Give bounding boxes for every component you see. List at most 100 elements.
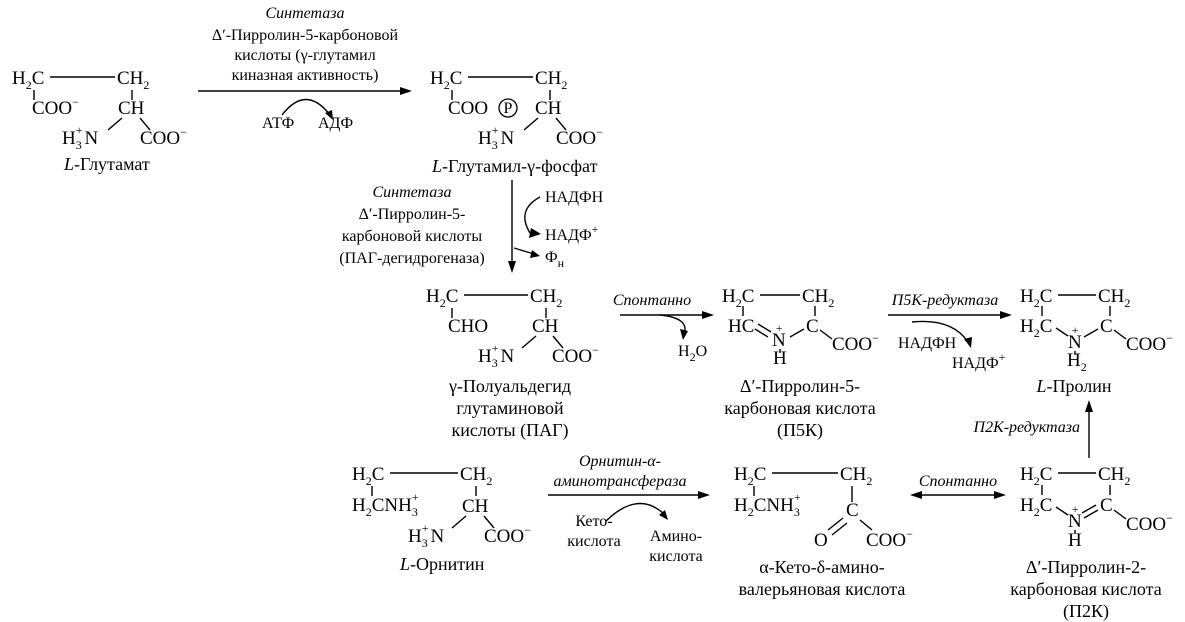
step2-nadph: НАДФН [545,189,604,206]
ornithine-nh3: H3+N [408,521,445,550]
step3-water: H2O [678,343,707,364]
step5-enzyme: П2К-редуктаза [973,419,1080,436]
step4-cofactor-arc [911,320,969,343]
step1-atp: АТФ [262,115,294,132]
ketoacid-ch2: CH2 [840,464,872,488]
step4-cofactor-arrowhead [964,337,972,348]
pag-bond-coo [552,335,564,349]
p2c-ch2: CH2 [1098,464,1130,488]
proline-bond-nc [1083,328,1099,338]
ketoacid-o: O [814,530,828,551]
phosphate-symbol: P [504,100,513,117]
ketoacid-double-bond-b [831,522,848,536]
ketoacid-h2cnh3: H2CNH3+ [734,490,801,519]
step4-arrowhead [1000,311,1012,319]
step6-cofactor-arc [605,502,665,522]
step2-arrowhead [508,261,516,273]
proline-bond-cn [1055,327,1069,337]
step1-arrowhead [400,87,412,95]
step3-water-arrowhead [680,329,688,340]
p5c-bond-coo [819,329,833,340]
pag-name-line1: γ-Полуальдегид [448,376,571,396]
ornithine-structure: H2C CH2 H2CNH3+ CH H3+N COO− L-Орнитин [352,464,531,574]
p2c-bond-coo [1113,509,1127,520]
p5c-structure: H2C CH2 HC N+ C COO− H Δ′-Пирролин-5- ка… [722,286,879,441]
pag-ch2: CH2 [530,286,562,310]
pag-name-line3: кислоты (ПАГ) [452,420,569,441]
ketoacid-coo: COO− [866,527,913,551]
step7-arrowhead-right [994,491,1006,499]
proline-structure: H2C CH2 H2C N+ C COO− H2 L-Пролин [1020,286,1173,396]
pag-bond-n [521,335,537,349]
step5-arrowhead [1085,400,1093,412]
glutamylphosphate-structure: H2C CH2 COO P CH H3+N COO− L-Глутамил-γ-… [430,68,603,176]
step6-enzyme-line2: аминотрансфераза [553,473,686,490]
proline-n: N+ [1068,323,1082,353]
step2-enzyme: Синтетаза [372,184,451,201]
step1-cofactor-arrowhead [325,110,333,120]
glutamate-h2c: H2C [12,68,44,92]
p2c-double-bond-b [1081,504,1097,514]
ornithine-h2c: H2C [352,464,384,488]
step3-label: Спонтанно [613,292,691,309]
glutamylphosphate-bond-n [523,117,539,131]
glutamylphosphate-nh3: H3+N [478,123,515,152]
step6-cofactor-arrowhead [659,510,668,520]
proline-ch2: CH2 [1098,286,1130,310]
proline-h2: H2 [1067,350,1087,374]
p2c-bond-cn [1055,506,1069,516]
pag-h2c: H2C [426,286,458,310]
ornithine-ch2: CH2 [460,464,492,488]
step6-keto-line2: кислота [567,533,621,550]
step6-amino-line1: Амино- [650,528,702,545]
glutamylphosphate-coo2: COO− [556,125,603,149]
proline-h2c-top: H2C [1020,286,1052,310]
step1-reaction: Синтетаза Δ′-Пирролин-5-карбоновой кисло… [198,5,412,132]
ketoacid-c: C [846,500,859,521]
step3-reaction: Спонтанно H2O [613,292,714,364]
step7-label: Спонтанно [919,473,997,490]
p2c-c: C [1100,495,1113,516]
p2c-name-line3: (П2К) [1063,601,1109,622]
step1-enzyme-line3: киназная активность) [232,67,379,84]
pag-structure: H2C CH2 CHO CH H3+N COO− γ-Полуальдегид … [426,286,599,441]
step2-pi-arrowhead [530,250,540,258]
glutamate-coo-side: COO− [32,95,79,119]
glutamylphosphate-name: L-Глутамил-γ-фосфат [431,156,598,176]
proline-bond-coo [1113,329,1127,340]
p5c-h2c: H2C [722,286,754,310]
pag-coo: COO− [552,343,599,367]
p5c-n: N+ [772,321,786,351]
p5c-name-line1: Δ′-Пирролин-5- [740,376,860,396]
step2-enzyme-line2: карбоновой кислоты [342,228,483,245]
glutamate-bond-n [107,117,123,131]
step7-reaction: Спонтанно [910,473,1006,499]
p2c-n: N+ [1068,502,1082,532]
p2c-h: H [1068,530,1082,551]
step3-arrowhead [702,311,714,319]
glutamate-coo: COO− [140,125,187,149]
p5c-name-line2: карбоновая кислота [724,398,875,418]
glutamylphosphate-ch: CH [535,98,562,119]
p5c-double-bond-b [757,323,772,333]
step5-reaction: П2К-редуктаза [973,400,1093,458]
glutamate-name: L-Глутамат [63,154,150,174]
glutamate-ch2: CH2 [117,68,149,92]
pag-cho: CHO [448,316,488,337]
step4-nadp: НАДФ+ [952,350,1006,372]
p2c-structure: H2C CH2 H2C N+ C COO− H Δ′-Пирролин-2- к… [1010,464,1173,622]
glutamylphosphate-h2c: H2C [430,68,462,92]
step6-arrowhead [698,491,710,499]
step1-cofactor-arc [281,98,331,116]
ketoacid-structure: H2C CH2 H2CNH3+ C O COO− α-Кето-δ-амино-… [734,464,913,599]
ketoacid-double-bond-a [827,517,844,531]
p2c-double-bond-a [1083,509,1099,519]
phosphate-circle-icon [498,98,518,118]
p5c-ch2: CH2 [802,286,834,310]
step6-reaction: Орнитин-α- аминотрансфераза Кето- кислот… [548,453,710,565]
p5c-coo: COO− [832,331,879,355]
proline-coo: COO− [1126,331,1173,355]
step2-nadp: НАДФ+ [545,222,599,244]
ornithine-h2cnh3: H2CNH3+ [352,490,419,519]
